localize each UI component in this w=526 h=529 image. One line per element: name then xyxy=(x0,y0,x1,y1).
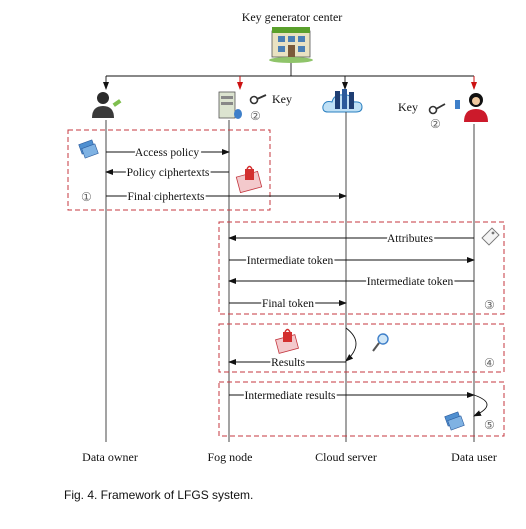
message-access-policy: Access policy xyxy=(135,147,199,159)
message-intermediate-token-1: Intermediate token xyxy=(247,255,334,267)
actor-data-owner: Data owner xyxy=(82,450,138,464)
message-attributes: Attributes xyxy=(387,233,434,245)
document-stack-icon xyxy=(78,139,99,159)
server-icon xyxy=(218,91,242,119)
phase-5-marker: ⑤ xyxy=(484,418,495,432)
cloud-icon xyxy=(322,89,363,113)
actor-fog-node: Fog node xyxy=(208,450,253,464)
key-icon xyxy=(428,103,446,115)
phase-3-marker: ③ xyxy=(484,298,495,312)
user-key-label: Key xyxy=(398,100,418,114)
key-icon xyxy=(249,94,267,105)
message-final-token: Final token xyxy=(262,298,314,310)
phase-4-box xyxy=(218,323,505,373)
tag-icon xyxy=(481,227,500,246)
phase-1-marker: ① xyxy=(81,190,92,204)
actor-cloud-server: Cloud server xyxy=(315,450,377,464)
phase-4-marker: ④ xyxy=(484,356,495,370)
message-intermediate-results: Intermediate results xyxy=(244,390,336,402)
message-policy-ciphertexts: Policy ciphertexts xyxy=(127,167,210,179)
lock-icon xyxy=(235,165,263,194)
message-intermediate-token-2: Intermediate token xyxy=(367,276,454,288)
magnifier-icon xyxy=(372,333,389,352)
person-icon xyxy=(455,93,488,122)
phase-2-marker-user: ② xyxy=(430,117,441,131)
message-results: Results xyxy=(271,357,305,369)
phase-5-box xyxy=(218,381,505,437)
phase-2-marker-fog: ② xyxy=(250,109,261,123)
center-label: Key generator center xyxy=(242,10,343,24)
actor-data-user: Data user xyxy=(451,450,497,464)
document-stack-icon xyxy=(444,411,465,431)
person-icon xyxy=(92,92,122,118)
key-distribution-tree xyxy=(103,63,477,90)
building-icon xyxy=(269,27,313,63)
figure-caption: Fig. 4. Framework of LFGS system. xyxy=(64,488,253,502)
message-final-ciphertexts: Final ciphertexts xyxy=(128,191,205,203)
fog-key-label: Key xyxy=(272,92,292,106)
phase-3-box xyxy=(218,221,505,315)
lock-icon xyxy=(275,328,299,354)
phase-1-box xyxy=(67,129,271,211)
